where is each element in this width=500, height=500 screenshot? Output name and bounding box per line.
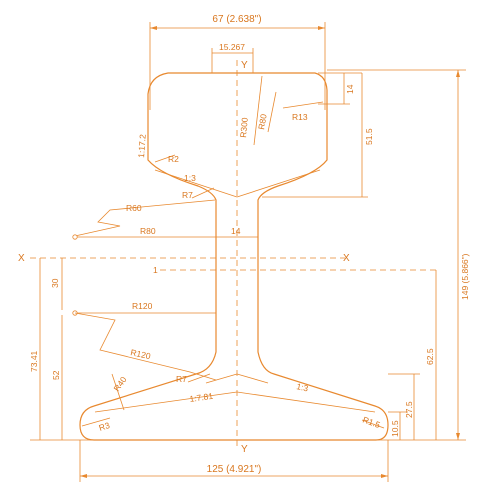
arrow <box>80 474 87 478</box>
label-7341: 73.41 <box>29 350 39 372</box>
label-625: 62.5 <box>425 348 435 365</box>
label-r80-web: R80 <box>140 226 156 236</box>
label-r7-bottom: R7 <box>176 374 187 384</box>
label-r60-web: R60 <box>126 203 142 213</box>
label-15267: 15.267 <box>219 42 245 52</box>
r60-web-leader <box>74 199 216 237</box>
rail-outline <box>79 72 389 441</box>
web-foot-line-left <box>205 373 238 384</box>
arrow <box>456 433 460 440</box>
r2-leader <box>154 154 176 163</box>
r80-head-leader <box>267 91 277 133</box>
label-r3: R3 <box>98 420 112 433</box>
label-52: 52 <box>51 370 61 380</box>
label-axis-x-right: X <box>343 253 350 264</box>
arrow <box>150 26 157 30</box>
label-r40: R40 <box>111 374 128 393</box>
label-14-web: 14 <box>231 226 241 236</box>
r300-leader <box>253 75 263 146</box>
head-underside-line <box>154 169 238 198</box>
r40-leader <box>111 373 125 411</box>
r7-bottom-leader <box>187 373 211 383</box>
label-125: 125 (4.921") <box>207 464 262 475</box>
r13-leader <box>282 101 324 109</box>
label-slope-1781: 1:7.81 <box>189 391 214 404</box>
label-slope-13-foot: 1:3 <box>296 381 310 393</box>
label-slope-head: 1:17.2 <box>136 134 148 159</box>
arrow <box>456 70 460 77</box>
r15-leader <box>361 419 385 429</box>
arrow <box>318 26 325 30</box>
label-r80-head: R80 <box>256 113 269 130</box>
label-30: 30 <box>50 278 60 288</box>
label-515: 51.5 <box>364 128 374 145</box>
r3-leader <box>81 417 111 427</box>
label-275: 27.5 <box>404 401 414 418</box>
label-axis-x-left: X <box>18 253 25 264</box>
foot-slope-line-right <box>236 391 376 413</box>
r7-top-leader <box>191 187 215 199</box>
label-axis-y-top: Y <box>241 60 248 71</box>
foot-slope-line-left <box>94 391 238 413</box>
label-14-head: 14 <box>345 84 355 94</box>
label-r300: R300 <box>238 117 250 138</box>
label-105: 10.5 <box>390 420 400 437</box>
label-axis-y-bottom: Y <box>241 444 248 455</box>
label-axis-1: 1 <box>153 265 158 275</box>
label-slope-13-head: 1:3 <box>184 173 196 183</box>
label-r7-top: R7 <box>182 190 193 200</box>
web-foot-line-right <box>236 373 269 384</box>
label-r120-top: R120 <box>132 301 153 311</box>
label-r13: R13 <box>292 112 308 122</box>
arrow <box>381 474 388 478</box>
head-underside-line-right <box>236 169 321 198</box>
center-point <box>72 234 78 240</box>
label-149: 149 (5.866") <box>460 253 470 300</box>
label-67: 67 (2.638") <box>212 14 261 25</box>
r120-bottom-leader <box>74 312 217 381</box>
label-r2: R2 <box>168 154 179 164</box>
label-r120-bottom: R120 <box>130 347 152 361</box>
